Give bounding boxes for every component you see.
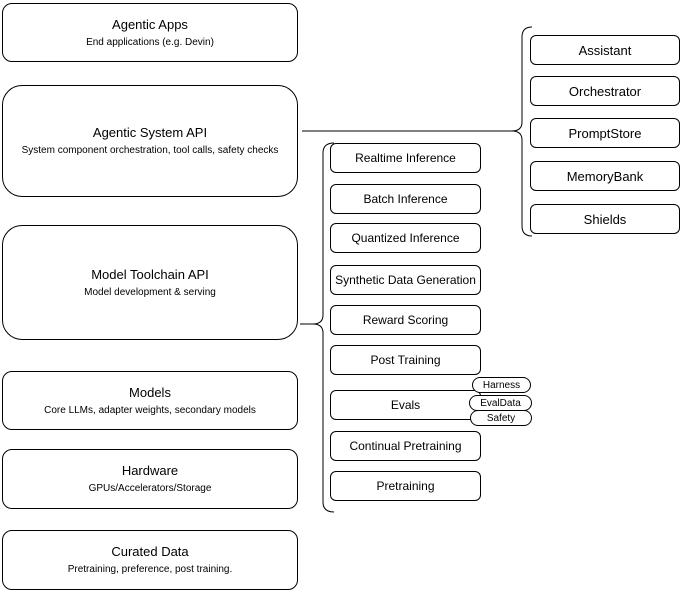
box-title: Agentic System API (92, 125, 208, 140)
system-component-assistant: Assistant (530, 35, 680, 65)
toolchain-item-evals: Evals (330, 390, 481, 420)
toolchain-item-reward-scoring: Reward Scoring (330, 305, 481, 335)
box-subtitle: End applications (e.g. Devin) (86, 36, 214, 48)
toolchain-item-batch-inference: Batch Inference (330, 184, 481, 214)
toolchain-item-quantized-inference: Quantized Inference (330, 223, 481, 253)
eval-tag-safety: Safety (470, 410, 532, 426)
box-title: Hardware (121, 463, 179, 478)
box-title: Model Toolchain API (91, 266, 209, 282)
eval-tag-evaldata: EvalData (469, 395, 532, 411)
box-models: Models Core LLMs, adapter weights, secon… (2, 371, 298, 430)
system-component-memorybank: MemoryBank (530, 161, 680, 191)
box-subtitle: GPUs/Accelerators/Storage (88, 483, 212, 494)
box-curated-data: Curated Data Pretraining, preference, po… (2, 530, 298, 590)
box-subtitle: Core LLMs, adapter weights, secondary mo… (44, 404, 256, 416)
system-components-brace (511, 26, 533, 237)
eval-tag-harness: Harness (472, 377, 531, 393)
toolchain-item-realtime-inference: Realtime Inference (330, 143, 481, 173)
box-title: Curated Data (111, 544, 189, 559)
toolchain-item-post-training: Post Training (330, 345, 481, 375)
box-subtitle: System component orchestration, tool cal… (21, 145, 279, 156)
box-agentic-apps: Agentic Apps End applications (e.g. Devi… (2, 3, 298, 62)
toolchain-item-pretraining: Pretraining (330, 471, 481, 501)
box-title: Models (129, 384, 171, 400)
system-component-orchestrator: Orchestrator (530, 76, 680, 106)
system-component-promptstore: PromptStore (530, 118, 680, 148)
box-subtitle: Pretraining, preference, post training. (67, 564, 233, 575)
box-agentic-system-api: Agentic System API System component orch… (2, 85, 298, 197)
box-subtitle: Model development & serving (84, 286, 216, 298)
toolchain-item-synthetic-data-generation: Synthetic Data Generation (330, 265, 481, 295)
toolchain-item-continual-pretraining: Continual Pretraining (330, 431, 481, 461)
box-title: Agentic Apps (112, 16, 188, 32)
box-model-toolchain-api: Model Toolchain API Model development & … (2, 225, 298, 340)
system-component-shields: Shields (530, 204, 680, 234)
box-hardware: Hardware GPUs/Accelerators/Storage (2, 449, 298, 509)
